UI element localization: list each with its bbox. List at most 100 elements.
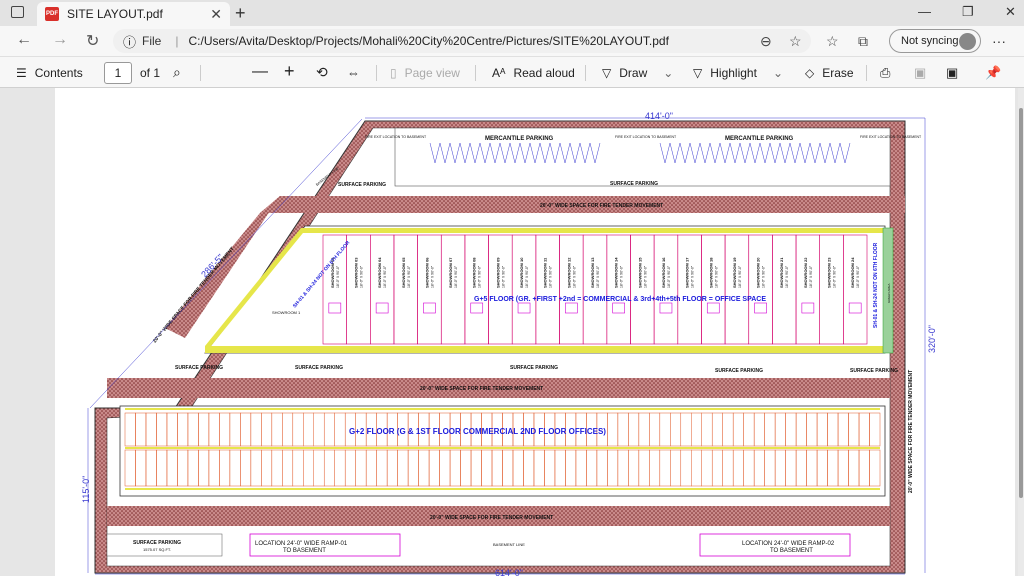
rotate-icon[interactable]: ⟲: [316, 64, 328, 80]
mercantile-parking: [394, 127, 891, 187]
showroom-size-label: 18'-0" X 90'-0": [549, 265, 553, 288]
stair-core: [470, 302, 484, 314]
scrollbar-thumb[interactable]: [1019, 108, 1023, 498]
showroom-size-label: 18'-0" X 90'-0": [856, 265, 860, 288]
fit-width-icon[interactable]: ⇔: [347, 65, 360, 80]
showroom-size-label: 18'-0" X 90'-0": [620, 265, 624, 288]
url-separator: |: [175, 34, 179, 48]
close-tab-icon[interactable]: ✕: [210, 5, 222, 22]
erase-label: Erase: [822, 66, 854, 80]
sync-button[interactable]: Not syncing: [889, 29, 981, 53]
refresh-icon[interactable]: ↻: [86, 33, 100, 50]
corridor-yellow-diag: [205, 228, 307, 346]
green-area-label: GREEN AREA: [887, 283, 891, 303]
showroom-label: SHOWROOM 20: [756, 257, 761, 288]
url-text[interactable]: C:/Users/Avita/Desktop/Projects/Mohali%2…: [188, 34, 669, 48]
more-icon[interactable]: ···: [992, 33, 1006, 49]
showroom-size-label: 18'-0" X 90'-0": [478, 265, 482, 288]
erase-button[interactable]: ◇ Erase: [805, 66, 854, 80]
surface-parking-label: SURFACE PARKING: [295, 365, 343, 371]
showroom-size-label: 18'-0" X 90'-0": [407, 265, 411, 288]
favorites-icon[interactable]: ☆: [826, 33, 839, 49]
maximize-icon[interactable]: ❐: [962, 4, 974, 19]
page-total: of 1: [140, 66, 161, 80]
page-number-input[interactable]: 1: [104, 62, 132, 84]
contents-label: Contents: [34, 66, 83, 80]
surface-parking-bottom: [106, 533, 223, 557]
showroom-label: SHOWROOM 15: [637, 257, 642, 288]
stair-core: [423, 302, 436, 314]
tab-actions-icon[interactable]: [11, 6, 24, 18]
divider: [200, 65, 201, 81]
address-bar[interactable]: ⓘ File | C:/Users/Avita/Desktop/Projects…: [113, 29, 811, 53]
showroom-size-label: 18'-0" X 90'-0": [383, 265, 387, 288]
mercantile-parking-label-2: MERCANTILE PARKING: [725, 136, 794, 142]
chevron-down-icon[interactable]: ⌄: [663, 66, 674, 80]
minimize-icon[interactable]: —: [918, 4, 931, 19]
showroom-label: SHOWROOM 17: [685, 257, 690, 288]
ramp-02: [699, 533, 851, 557]
ramp-01: [249, 533, 401, 557]
showroom-label: SHOWROOM 06: [424, 257, 429, 288]
divider: [376, 65, 377, 81]
zoom-in-icon[interactable]: +: [284, 61, 295, 81]
save-icon[interactable]: ▣: [914, 65, 927, 80]
showroom-label: SHOWROOM 04: [377, 257, 382, 288]
eraser-icon: ◇: [805, 66, 815, 80]
forward-icon[interactable]: →: [52, 31, 68, 48]
pdf-toolbar: ☰Contents 1 of 1 ⌕ — + ⟲ ⇔ ▯Page view Aᴬ…: [0, 56, 1024, 88]
surface-parking-bottom-label: SURFACE PARKING: [133, 540, 181, 546]
basement-line-label: BASEMENT LINE: [493, 542, 525, 547]
ramp-01-label-2: TO BASEMENT: [283, 548, 326, 554]
fire-tender-label-bottom: 20'-0" WIDE SPACE FOR FIRE TENDER MOVEME…: [430, 515, 553, 521]
showroom-label: SHOWROOM 21: [779, 257, 784, 288]
zoom-out-icon[interactable]: —: [252, 63, 268, 80]
showroom-label: SHOWROOM 08: [472, 257, 477, 288]
pin-icon[interactable]: 📌: [985, 65, 1002, 80]
search-icon[interactable]: ⌕: [173, 64, 181, 80]
showroom-size-label: 18'-0" X 90'-0": [525, 265, 529, 288]
print-icon[interactable]: ⎙: [880, 65, 891, 80]
avatar: [959, 33, 976, 50]
draw-button[interactable]: ▽Draw⌄: [602, 66, 673, 80]
g2-unit: [869, 449, 881, 487]
scrollbar[interactable]: [1018, 88, 1024, 576]
surface-parking-label: SURFACE PARKING: [175, 365, 223, 371]
showroom-label: SHOWROOM 10: [519, 257, 524, 288]
showroom-label: SHOWROOM 22: [803, 257, 808, 288]
dimension-line-diag: [89, 118, 363, 409]
close-window-icon[interactable]: ✕: [1005, 4, 1016, 19]
back-icon[interactable]: ←: [16, 31, 32, 48]
stair-core: [565, 302, 578, 314]
pdf-viewer[interactable]: MERCANTILE PARKING MERCANTILE PARKING FI…: [0, 88, 1024, 576]
stair-core: [706, 302, 720, 314]
showroom-label: SHOWROOM 09: [495, 257, 500, 288]
g5-floor-label: G+5 FLOOR (GR. +FIRST +2nd = COMMERCIAL …: [474, 296, 766, 303]
favorite-add-icon[interactable]: ☆: [789, 33, 802, 49]
highlight-button[interactable]: ▽Highlight⌄: [693, 66, 783, 80]
tab-bar: PDF SITE LAYOUT.pdf ✕ + — ❐ ✕: [0, 0, 1024, 26]
showroom-size-label: 18'-0" X 90'-0": [359, 265, 363, 288]
page-view-button[interactable]: ▯Page view: [390, 66, 460, 80]
showroom-size-label: 18'-0" X 90'-0": [762, 265, 766, 288]
chevron-down-icon[interactable]: ⌄: [772, 66, 783, 80]
divider: [585, 65, 586, 81]
collections-icon[interactable]: ⧉: [858, 33, 868, 49]
showroom-size-label: 18'-0" X 90'-0": [430, 265, 434, 288]
ramp-02-label-2: TO BASEMENT: [770, 548, 813, 554]
zoom-icon[interactable]: ⊖: [760, 33, 772, 49]
showroom-size-label: 18'-0" X 90'-0": [785, 265, 789, 288]
new-tab-icon[interactable]: +: [235, 3, 246, 23]
page-view-icon: ▯: [390, 66, 397, 80]
g2-floor-label: G+2 FLOOR (G & 1ST FLOOR COMMERCIAL 2ND …: [349, 427, 606, 436]
browser-tab[interactable]: PDF SITE LAYOUT.pdf ✕: [37, 2, 230, 26]
info-icon[interactable]: ⓘ: [123, 34, 137, 50]
read-aloud-label: Read aloud: [513, 66, 575, 80]
showroom-size-label: 18'-0" X 90'-0": [572, 265, 576, 288]
showroom-1-label: SHOWROOM 1: [272, 310, 301, 315]
showroom-label: SHOWROOM 23: [827, 257, 832, 288]
contents-button[interactable]: ☰Contents: [16, 66, 83, 80]
save-as-icon[interactable]: ▣: [946, 65, 959, 80]
